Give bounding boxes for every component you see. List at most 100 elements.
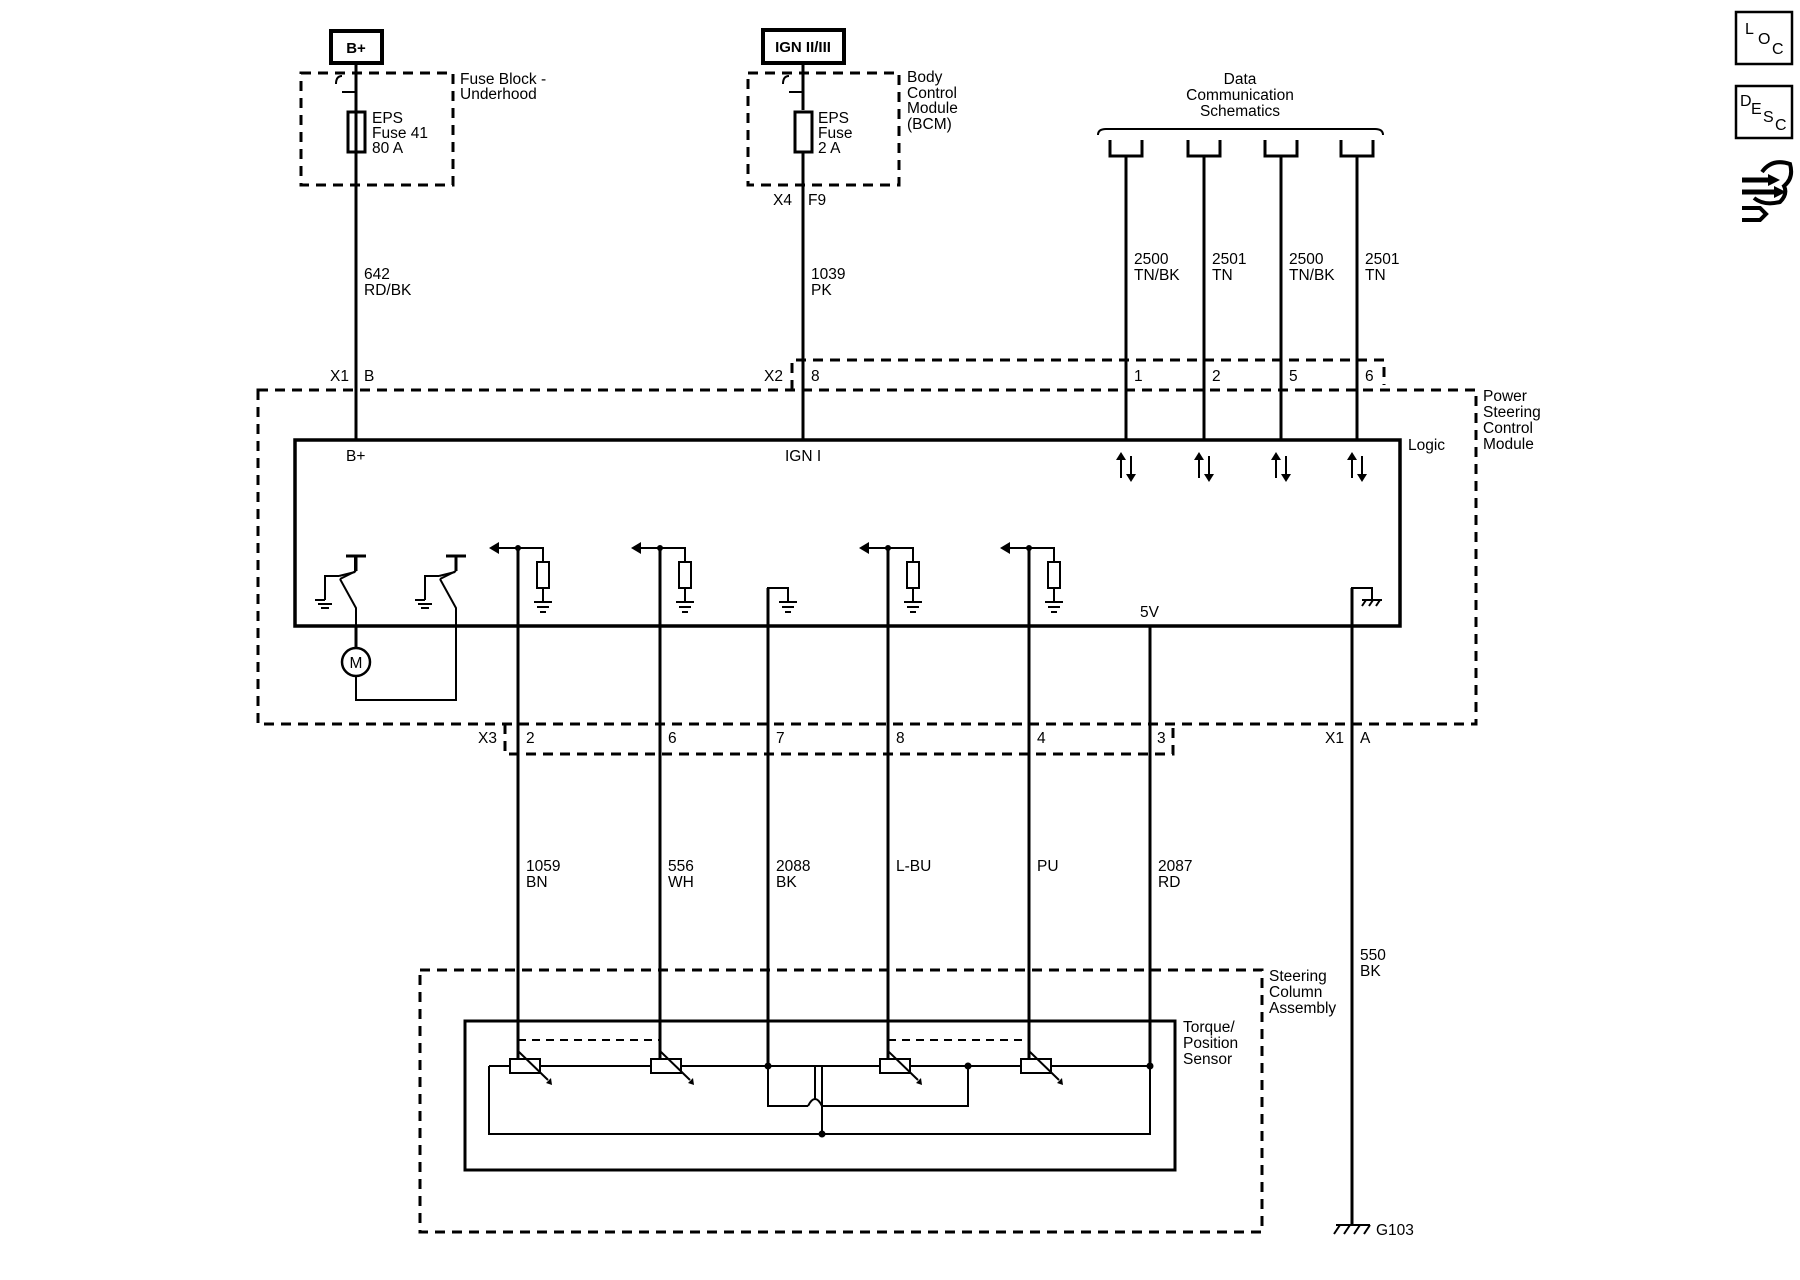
x2-pin-2: 2 bbox=[1212, 368, 1221, 385]
x3-pin-8: 8 bbox=[896, 730, 905, 747]
data-comm-title-2: Communication bbox=[1186, 87, 1294, 104]
ground-id-label: G103 bbox=[1376, 1222, 1414, 1239]
eps-fuse-name: EPS bbox=[818, 110, 849, 127]
desc-button[interactable]: D E S C bbox=[1734, 84, 1794, 140]
pin-ign-label: IGN I bbox=[785, 448, 821, 465]
input-circuit-6 bbox=[631, 542, 694, 613]
steering-column-title-1: Steering bbox=[1269, 968, 1327, 985]
pscm-title-2: Steering bbox=[1483, 404, 1541, 421]
wire-1059-color: BN bbox=[526, 874, 548, 891]
sensor-title-1: Torque/ bbox=[1183, 1019, 1235, 1036]
wire-642-circuit: 642 bbox=[364, 266, 390, 283]
eps-fuse-rating: 2 A bbox=[818, 140, 841, 157]
ground-g103: G103 bbox=[1333, 1222, 1414, 1239]
x2-pin-8: 8 bbox=[811, 368, 820, 385]
x3-pin-3: 3 bbox=[1157, 730, 1166, 747]
wire-2500-a-color: TN/BK bbox=[1134, 267, 1180, 284]
wire-2088-color: BK bbox=[776, 874, 797, 891]
x3-pin-4: 4 bbox=[1037, 730, 1046, 747]
bcm-title-2: Control bbox=[907, 85, 957, 102]
desc-letter-s: S bbox=[1763, 109, 1774, 126]
wire-2501-a-circuit: 2501 bbox=[1212, 251, 1246, 268]
logic-box bbox=[293, 438, 1402, 628]
wire-2087-color: RD bbox=[1158, 874, 1180, 891]
battery-label: B+ bbox=[346, 40, 366, 57]
x3-pin-7: 7 bbox=[776, 730, 785, 747]
loc-button[interactable]: L O C bbox=[1734, 10, 1794, 66]
x1-pin-b: B bbox=[364, 368, 374, 385]
ignition-label: IGN II/III bbox=[775, 39, 831, 56]
data-comm-title-1: Data bbox=[1224, 71, 1257, 88]
power-steering-control-module: Power Steering Control Module X1 B X2 8 … bbox=[256, 358, 1541, 756]
bcm-relay-tab-icon bbox=[782, 75, 803, 93]
eps-fuse-label: Fuse bbox=[818, 125, 852, 142]
wire-2500-a-circuit: 2500 bbox=[1134, 251, 1169, 268]
fuse-block-title: Fuse Block - bbox=[460, 71, 546, 88]
top-wires bbox=[354, 152, 1359, 440]
wire-l-bu-color: L-BU bbox=[896, 858, 931, 875]
wire-2501-b-color: TN bbox=[1365, 267, 1386, 284]
wire-550-color: BK bbox=[1360, 963, 1381, 980]
wire-550-circuit: 550 bbox=[1360, 947, 1386, 964]
battery-source: B+ bbox=[329, 29, 384, 65]
bcm-title-4: (BCM) bbox=[907, 116, 952, 133]
x3-pin-6: 6 bbox=[668, 730, 677, 747]
steering-column-title-2: Column bbox=[1269, 984, 1322, 1001]
wire-2088-circuit: 2088 bbox=[776, 858, 810, 875]
wire-1059-circuit: 1059 bbox=[526, 858, 560, 875]
motor-driver-switches: M bbox=[315, 554, 466, 701]
x2-connector-label: X2 bbox=[764, 368, 783, 385]
body-control-module: Body Control Module (BCM) EPS Fuse 2 A X… bbox=[746, 63, 958, 209]
x2-pin-1: 1 bbox=[1134, 368, 1143, 385]
sensor-internal-network bbox=[488, 1036, 1154, 1138]
x1-pin-a: A bbox=[1360, 730, 1371, 747]
bidirectional-arrow-icon bbox=[1116, 452, 1136, 482]
fuse-icon-bcm bbox=[793, 110, 814, 154]
wire-1039-color: PK bbox=[811, 282, 832, 299]
torque-position-sensor-box bbox=[463, 1019, 1177, 1172]
desc-letter-d: D bbox=[1740, 93, 1752, 110]
steering-column-title-3: Assembly bbox=[1269, 1000, 1336, 1017]
loc-letter-c: C bbox=[1772, 41, 1784, 58]
x2-pin-5: 5 bbox=[1289, 368, 1298, 385]
wire-pu-color: PU bbox=[1037, 858, 1059, 875]
loc-letter-o: O bbox=[1758, 31, 1770, 48]
wire-556-circuit: 556 bbox=[668, 858, 694, 875]
x3-connector-label: X3 bbox=[478, 730, 497, 747]
top-wire-labels: 642 RD/BK 1039 PK 2500 TN/BK 2501 TN 250… bbox=[364, 251, 1399, 299]
pscm-title-3: Control bbox=[1483, 420, 1533, 437]
bcm-title-3: Module bbox=[907, 100, 958, 117]
input-circuit-8 bbox=[859, 542, 922, 613]
input-circuit-4 bbox=[1000, 542, 1063, 613]
wire-2501-a-color: TN bbox=[1212, 267, 1233, 284]
sensor-input-circuits: 5V bbox=[489, 542, 1382, 626]
fuse-41-number: Fuse 41 bbox=[372, 125, 428, 142]
bottom-wires bbox=[516, 548, 1354, 1225]
pin-bplus-label: B+ bbox=[346, 448, 365, 465]
motor-label: M bbox=[350, 655, 363, 672]
ignition-source: IGN II/III bbox=[761, 28, 846, 65]
wire-2087-circuit: 2087 bbox=[1158, 858, 1192, 875]
wire-1039-circuit: 1039 bbox=[811, 266, 845, 283]
bcm-connector: X4 bbox=[773, 192, 792, 209]
data-comm-title-3: Schematics bbox=[1200, 103, 1280, 120]
data-comm-connectors bbox=[1108, 140, 1375, 158]
potentiometer-icon bbox=[650, 1058, 682, 1074]
pscm-title-1: Power bbox=[1483, 388, 1527, 405]
pscm-title-4: Module bbox=[1483, 436, 1534, 453]
potentiometer-icon bbox=[879, 1058, 911, 1074]
fuse-41-rating: 80 A bbox=[372, 140, 404, 157]
wire-2501-b-circuit: 2501 bbox=[1365, 251, 1399, 268]
wire-642-color: RD/BK bbox=[364, 282, 412, 299]
connector-end-view-icon[interactable] bbox=[1742, 160, 1794, 222]
bidirectional-arrow-icon bbox=[1347, 452, 1367, 482]
wire-2500-b-circuit: 2500 bbox=[1289, 251, 1324, 268]
fuse-block-underhood: Fuse Block - Underhood EPS Fuse 41 80 A bbox=[299, 63, 546, 187]
loc-letter-l: L bbox=[1745, 21, 1754, 38]
fuse-41-name: EPS bbox=[372, 110, 403, 127]
data-arrows-icons bbox=[1116, 452, 1367, 482]
desc-letter-c: C bbox=[1775, 117, 1787, 134]
x1-connector-label: X1 bbox=[330, 368, 349, 385]
chassis-ground-icon bbox=[1351, 587, 1382, 626]
